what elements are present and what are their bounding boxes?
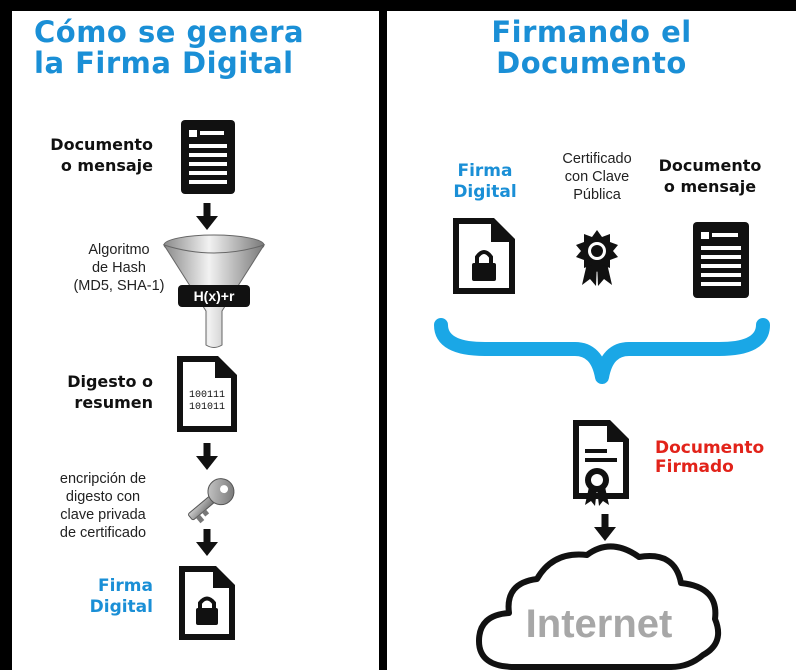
signing-document-panel: Firmando el Documento Firma Digital Cert… [387, 11, 796, 670]
arrow-down-icon [196, 203, 218, 230]
signature-label-line2: Digital [89, 597, 153, 617]
internet-cloud-icon: Internet [476, 543, 721, 670]
signed-document-label: Documento Firmado [655, 439, 796, 477]
certificate-seal-icon [576, 230, 618, 286]
binary-line-1: 100111 [189, 390, 225, 401]
hash-label-line1: Algoritmo [88, 242, 150, 258]
digital-signature-label: Firma Digital [38, 576, 153, 618]
signed-file-lock-icon [453, 218, 515, 294]
signed-document-icon [573, 420, 629, 506]
hash-label-line2: de Hash [91, 260, 146, 276]
left-title-line1: Cómo se genera [34, 15, 305, 49]
arrow-down-icon [594, 514, 616, 541]
right-title-line2: Documento [496, 46, 687, 80]
message-document-label: Documento o mensaje [655, 155, 765, 197]
encryption-label: encripción de digesto con clave privada … [40, 470, 166, 542]
internet-label: Internet [526, 602, 673, 646]
hash-label-line3: (MD5, SHA-1) [73, 278, 165, 294]
digest-label-line2: resumen [74, 393, 153, 412]
key-icon [188, 478, 235, 524]
binary-file-icon: 100111 101011 [177, 356, 237, 432]
encryption-label-line2: digesto con [65, 489, 141, 505]
funnel-icon: H(x)+r [162, 234, 266, 348]
certificate-label-line3: Pública [573, 187, 621, 203]
signed-file-lock-icon [179, 566, 235, 640]
hash-algorithm-label: Algoritmo de Hash (MD5, SHA-1) [64, 241, 174, 295]
left-title: Cómo se genera la Firma Digital [34, 17, 304, 79]
digest-label-line1: Digesto o [67, 372, 153, 391]
document-icon [693, 222, 749, 298]
arrow-down-icon [196, 529, 218, 556]
signature-label-line1: Firma [457, 161, 513, 181]
arrow-down-icon [196, 443, 218, 470]
signature-label-line1: Firma [97, 576, 153, 596]
how-signature-is-generated-panel: Cómo se genera la Firma Digital Document… [12, 11, 379, 670]
message-document-label-line2: o mensaje [663, 177, 757, 196]
signed-document-label-line2: Firmado [655, 457, 734, 477]
right-title: Firmando el Documento [387, 17, 796, 79]
encryption-label-line3: clave privada [60, 507, 146, 523]
encryption-label-line1: encripción de [59, 471, 147, 487]
certificate-label-line2: con Clave [564, 169, 630, 185]
certificate-label: Certificado con Clave Pública [547, 150, 647, 204]
signature-label: Firma Digital [435, 161, 535, 203]
message-document-label-line1: Documento [658, 156, 762, 175]
right-title-line1: Firmando el [491, 15, 692, 49]
document-label-line2: o mensaje [60, 156, 153, 175]
left-title-line2: la Firma Digital [34, 46, 294, 80]
signed-document-label-line1: Documento [655, 438, 765, 458]
binary-line-2: 101011 [189, 402, 225, 413]
document-label-line1: Documento [50, 135, 153, 154]
document-label: Documento o mensaje [38, 134, 153, 176]
signature-label-line2: Digital [453, 182, 517, 202]
certificate-label-line1: Certificado [562, 151, 632, 167]
document-icon [181, 120, 235, 194]
curly-brace-icon [434, 318, 770, 384]
encryption-label-line4: de certificado [59, 525, 147, 541]
digest-label: Digesto o resumen [38, 371, 153, 413]
funnel-formula: H(x)+r [194, 288, 235, 304]
